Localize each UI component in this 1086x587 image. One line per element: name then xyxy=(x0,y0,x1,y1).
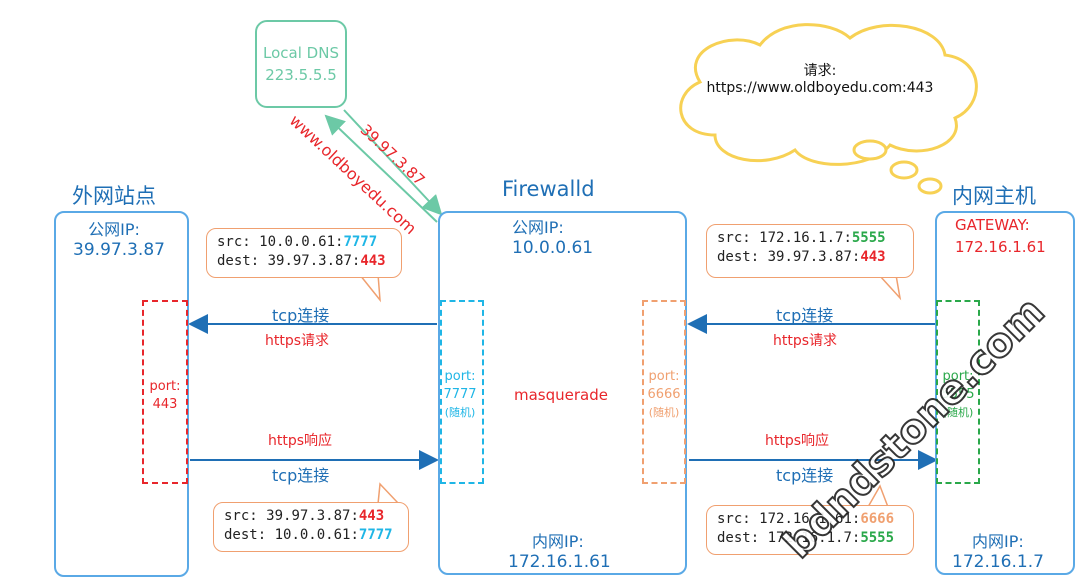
right-tcp-label-top: tcp连接 xyxy=(776,306,834,325)
right-https-response-label: https响应 xyxy=(765,433,830,449)
external-site-box xyxy=(54,211,189,577)
middle-inner-ip: 172.16.1.61 xyxy=(508,552,611,572)
callout-tail xyxy=(867,484,889,508)
left-port-box xyxy=(142,300,188,484)
callout-tail xyxy=(879,274,902,301)
right-https-request-label: https请求 xyxy=(773,333,838,349)
right-tcp-label-bottom: tcp连接 xyxy=(776,466,834,485)
left-ip: 39.97.3.87 xyxy=(73,240,165,260)
gateway-label: GATEWAY: xyxy=(955,216,1030,234)
dns-query-arrow xyxy=(343,109,443,216)
local-dns-ip: 223.5.5.5 xyxy=(265,66,337,84)
callout-top-left: src: 10.0.0.61:7777 dest: 39.97.3.87:443 xyxy=(206,228,402,278)
host-port-note: (随机) xyxy=(942,406,974,419)
callout-top-right: src: 172.16.1.7:5555 dest: 39.97.3.87:44… xyxy=(706,224,914,278)
left-port-label: port: xyxy=(149,379,181,394)
port-6666-label: port: xyxy=(648,369,680,384)
left-tcp-label-top: tcp连接 xyxy=(272,306,330,325)
callout-bottom-right: src: 172.16.1.61:6666 dest: 172.16.1.7:5… xyxy=(706,505,914,555)
left-https-response-label: https响应 xyxy=(268,433,333,449)
left-port: 443 xyxy=(152,397,178,412)
dns-answer-arrow xyxy=(324,114,438,223)
right-title: 内网主机 xyxy=(952,184,1036,208)
cloud-line2: https://www.oldboyedu.com:443 xyxy=(706,80,934,96)
left-https-request-label: https请求 xyxy=(265,333,330,349)
left-ip-label: 公网IP: xyxy=(88,220,140,239)
middle-ip: 10.0.0.61 xyxy=(512,238,594,258)
thought-cloud xyxy=(679,23,978,195)
firewalld-box xyxy=(438,211,687,575)
port-7777-value: 7777 xyxy=(443,387,477,402)
host-port-box xyxy=(936,300,980,484)
cloud-line1: 请求: xyxy=(803,63,837,79)
callout-tail xyxy=(359,273,381,303)
left-tcp-label-bottom: tcp连接 xyxy=(272,466,330,485)
callout-bottom-left: src: 39.97.3.87:443 dest: 10.0.0.61:7777 xyxy=(213,502,409,552)
middle-ip-label: 公网IP: xyxy=(512,218,564,237)
local-dns-box xyxy=(255,20,347,108)
left-title: 外网站点 xyxy=(72,184,156,208)
right-inner-ip: 172.16.1.7 xyxy=(952,552,1044,572)
port-7777-label: port: xyxy=(444,369,476,384)
middle-title: Firewalld xyxy=(502,177,595,201)
firewall-port-6666-box xyxy=(642,300,686,484)
masquerade-label: masquerade xyxy=(514,386,608,404)
firewall-port-7777-box xyxy=(440,300,484,484)
port-7777-note: (随机) xyxy=(444,406,476,419)
callout-tail xyxy=(377,482,399,505)
local-dns-label: Local DNS xyxy=(263,44,339,62)
middle-inner-ip-label: 内网IP: xyxy=(532,532,584,551)
right-inner-ip-label: 内网IP: xyxy=(972,532,1024,551)
port-6666-value: 6666 xyxy=(647,387,681,402)
port-6666-note: (随机) xyxy=(648,406,680,419)
gateway-ip: 172.16.1.61 xyxy=(955,238,1046,256)
host-port-value: 5555 xyxy=(941,387,975,402)
host-port-label: port: xyxy=(942,369,974,384)
